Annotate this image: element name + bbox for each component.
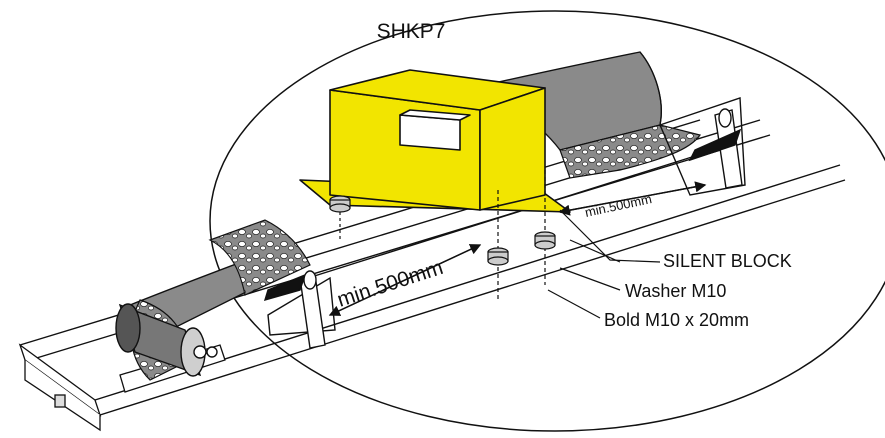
silent-block-rear-left <box>329 195 351 240</box>
callout-bolt: Bold M10 x 20mm <box>604 310 749 330</box>
product-label: SHKP7 <box>377 20 446 43</box>
silent-block-front-right <box>534 170 556 285</box>
idler-stand-left <box>263 270 336 349</box>
shkp7-housing <box>299 69 571 213</box>
callout-silent-block: SILENT BLOCK <box>663 251 792 271</box>
mounting-hardware <box>329 170 556 300</box>
dimension-arrows <box>328 181 707 316</box>
silent-block-front-left <box>487 190 509 300</box>
tail-pulley-drum <box>115 303 218 377</box>
callout-washer: Washer M10 <box>625 281 726 301</box>
idler-stand-right <box>659 97 746 196</box>
callout-leaders <box>547 209 661 319</box>
